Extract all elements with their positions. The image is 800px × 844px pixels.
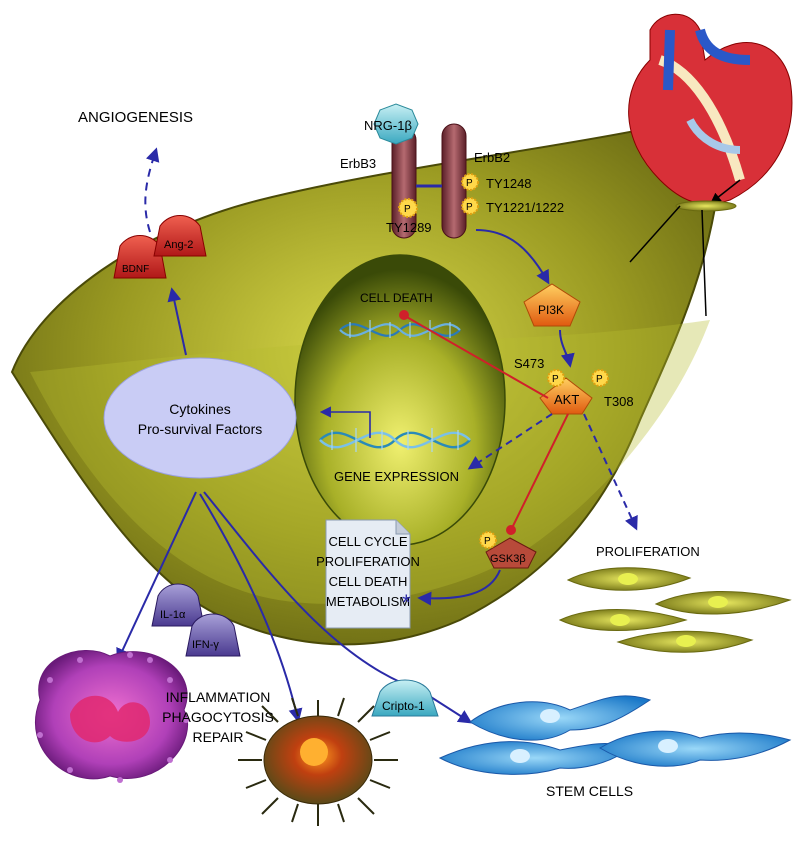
angiogenesis-arrow [144,147,160,233]
label-ang2: Ang-2 [164,239,193,251]
label-cell-death-top: CELL DEATH [360,291,433,305]
heart-icon [628,13,793,205]
label-p-ty1221: P [466,202,473,213]
nrg1b-ligand-icon [373,103,419,145]
label-p-s473: P [552,374,559,385]
akt-to-gene-expression-arrow [467,413,553,470]
label-ty1248: TY1248 [486,176,532,191]
label-doc-line4: METABOLISM [326,594,410,609]
ang2-node [153,215,207,257]
label-erbb2: ErbB2 [474,150,510,165]
gsk3b-node [485,537,537,569]
label-doc-line2: PROLIFERATION [316,554,420,569]
label-bdnf: BDNF [122,264,149,275]
bdnf-node [113,235,167,279]
label-pi3k: PI3K [538,303,564,317]
macrophage-icon [34,650,189,783]
akt-to-proliferation-arrow [583,413,638,531]
inhibit-end-cell-death [399,310,409,320]
phospho-badge-ty1221 [461,197,479,215]
phospho-badge-ty1289 [398,198,418,218]
dendritic-cell-icon [238,697,398,826]
heart-to-cell-arrow [710,179,741,204]
label-p-ty1248: P [466,178,473,189]
label-ty1289: TY1289 [386,220,432,235]
akt-inhibits-gsk3b [511,413,569,529]
label-p-ty1289: P [404,204,411,215]
stem-cells-icon [438,695,792,775]
label-inflammation-line3: REPAIR [192,729,243,745]
label-inflammation-line2: PHAGOCYTOSIS [162,709,274,725]
label-ifng: IFN-γ [192,639,219,651]
label-proliferation: PROLIFERATION [596,544,700,559]
asterisk-mark: * [402,590,411,615]
label-stem-cells: STEM CELLS [546,783,633,799]
phospho-badge-ty1248 [461,173,479,191]
zoom-line-left [629,205,681,263]
label-cripto1: Cripto-1 [382,699,425,713]
label-doc-line1: CELL CYCLE [329,534,408,549]
cytokines-to-macrophage-arrow [116,491,197,663]
label-p-t308: P [596,374,603,385]
label-il1a: IL-1α [160,609,186,621]
gsk3b-to-targets-arrow [417,569,501,606]
target-document-icon [325,519,411,629]
zoom-line-right [701,209,707,317]
cytokines-ellipse [103,357,297,479]
cytokines-to-angio-arrow [167,287,187,356]
label-erbb3: ErbB3 [340,156,376,171]
dna-helix-top-icon [339,320,461,340]
label-gene-expression: GENE EXPRESSION [334,469,459,484]
label-akt: AKT [554,392,579,407]
label-t308: T308 [604,394,634,409]
small-cardiomyocyte-icon [675,200,737,212]
label-cytokines-line1: Cytokines [169,401,230,417]
label-s473: S473 [514,356,544,371]
akt-inhibits-cell-death [404,315,549,399]
inhibit-end-gsk3b [506,525,516,535]
label-angiogenesis: ANGIOGENESIS [78,109,193,126]
label-ty1221: TY1221/1222 [486,200,564,215]
cytokines-to-dendritic-arrow [199,493,303,723]
label-doc-line3: CELL DEATH [329,574,408,589]
phospho-badge-gsk3b [479,531,497,549]
dna-helix-bottom-icon [319,428,471,452]
label-p-gsk3b: P [484,536,491,547]
ifng-node [185,613,241,657]
pi3k-node [523,283,581,327]
cripto1-node [371,679,439,717]
transcription-arrow [319,406,371,438]
label-inflammation-line1: INFLAMMATION [166,689,271,705]
pi3k-to-akt-arrow [559,329,575,368]
proliferating-cells-icon [558,567,792,653]
label-gsk3b: GSK3β [490,553,526,565]
label-cytokines-line2: Pro-survival Factors [138,421,262,437]
phospho-badge-s473 [547,369,565,387]
label-nrg1b: NRG-1β [364,118,412,133]
receptor-to-pi3k-arrow [475,229,550,285]
phospho-badge-t308 [591,369,609,387]
